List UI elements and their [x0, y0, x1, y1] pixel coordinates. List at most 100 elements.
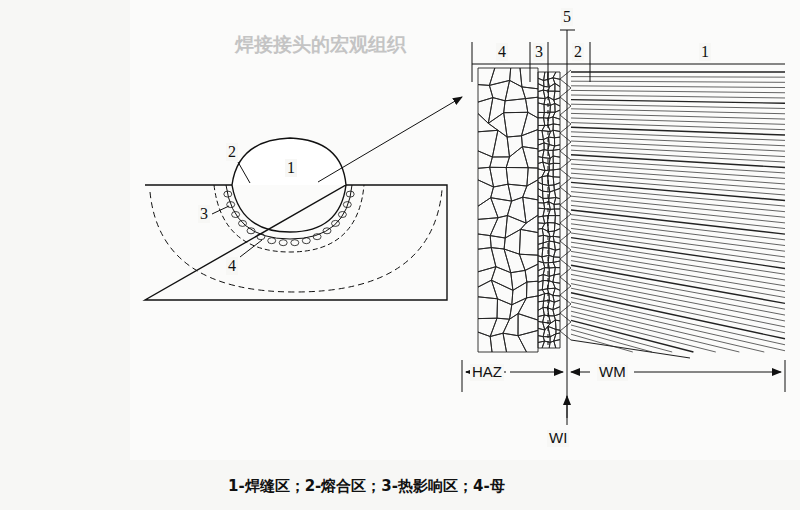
callout-number: 4	[226, 257, 238, 275]
figure-caption: 1-焊缝区；2-熔合区；3-热影响区；4-母	[228, 477, 505, 496]
grain	[553, 169, 560, 177]
grain	[553, 78, 560, 87]
crystal-line	[571, 81, 785, 82]
crystal-line	[571, 113, 785, 119]
grain	[478, 267, 496, 287]
crystal-line	[571, 311, 739, 352]
crystal-line	[571, 100, 785, 104]
grain	[478, 318, 497, 336]
callout-number: 2	[226, 143, 238, 161]
zone-number: 1	[699, 43, 711, 61]
grain	[538, 103, 544, 113]
grain	[550, 104, 555, 113]
crystal-line	[571, 307, 764, 352]
grain	[507, 136, 522, 157]
grain	[478, 218, 498, 236]
crystal-line	[571, 297, 785, 344]
leader-lines	[212, 97, 462, 257]
crystal-line	[571, 76, 785, 78]
grain	[503, 333, 527, 352]
grain	[268, 238, 276, 244]
crystal-line	[571, 265, 785, 303]
grain	[505, 80, 525, 100]
figure-ground	[130, 0, 800, 460]
grain	[490, 236, 505, 249]
grain	[490, 333, 506, 352]
grain	[520, 68, 538, 89]
crystal-line	[571, 247, 785, 280]
grain	[313, 234, 321, 240]
grain	[302, 238, 310, 244]
crystal-line	[571, 242, 785, 274]
crystal-line	[571, 90, 785, 92]
crystal-line	[571, 270, 785, 309]
crystal-line	[571, 173, 785, 189]
crystal-line	[571, 136, 785, 145]
grain	[555, 320, 560, 330]
grain	[553, 130, 560, 138]
crystal-line	[571, 284, 785, 327]
crystal-line	[571, 109, 785, 114]
grain	[478, 248, 496, 272]
grain	[346, 191, 354, 197]
grain	[291, 240, 299, 246]
crystal-line	[571, 187, 785, 206]
grain	[549, 202, 555, 210]
grain	[518, 314, 538, 336]
grain	[522, 147, 538, 169]
grain	[519, 229, 538, 255]
grain	[548, 216, 556, 223]
crystal-line	[571, 316, 716, 352]
grain	[491, 198, 512, 218]
grain	[511, 270, 527, 290]
grain	[553, 229, 560, 238]
grain	[555, 83, 560, 91]
grain	[519, 254, 538, 270]
grain	[542, 341, 550, 348]
crystal-line	[571, 320, 693, 352]
grain	[232, 212, 240, 218]
background-heading: 焊接接头的宏观组织	[233, 35, 408, 56]
grain	[548, 83, 555, 91]
grain	[279, 240, 287, 246]
crystal-line	[571, 215, 785, 240]
grain	[543, 322, 551, 330]
grain	[332, 220, 340, 226]
zone-number: 4	[496, 43, 508, 61]
interface-label: WI	[547, 430, 569, 447]
grain	[523, 197, 538, 223]
crystal-line	[571, 132, 785, 141]
columnar-crystals	[560, 70, 785, 358]
crystal-line	[571, 182, 785, 200]
callout-number: 3	[198, 205, 210, 223]
grain	[554, 198, 560, 205]
grain	[548, 326, 556, 337]
grain	[257, 234, 265, 240]
grain	[323, 228, 331, 234]
grain	[504, 99, 528, 113]
grain	[544, 104, 550, 112]
grain	[224, 191, 232, 197]
grain	[554, 188, 560, 198]
fusion-grains	[224, 191, 354, 246]
grain	[522, 87, 538, 99]
crystal-line	[571, 86, 785, 88]
grain	[506, 168, 528, 187]
grain	[490, 167, 508, 187]
zone-label: HAZ	[470, 364, 504, 381]
crystal-line	[571, 340, 690, 358]
grain	[554, 249, 561, 257]
grain	[503, 314, 518, 336]
crystal-line	[571, 178, 785, 195]
crystal-line	[571, 127, 785, 135]
grain	[478, 180, 494, 206]
grain	[338, 212, 346, 218]
grain	[548, 255, 553, 262]
grain	[549, 163, 553, 170]
crystal-line	[571, 330, 652, 352]
crystal-line	[571, 71, 785, 72]
grain	[478, 297, 498, 319]
grain	[553, 261, 560, 268]
grain	[549, 156, 553, 164]
